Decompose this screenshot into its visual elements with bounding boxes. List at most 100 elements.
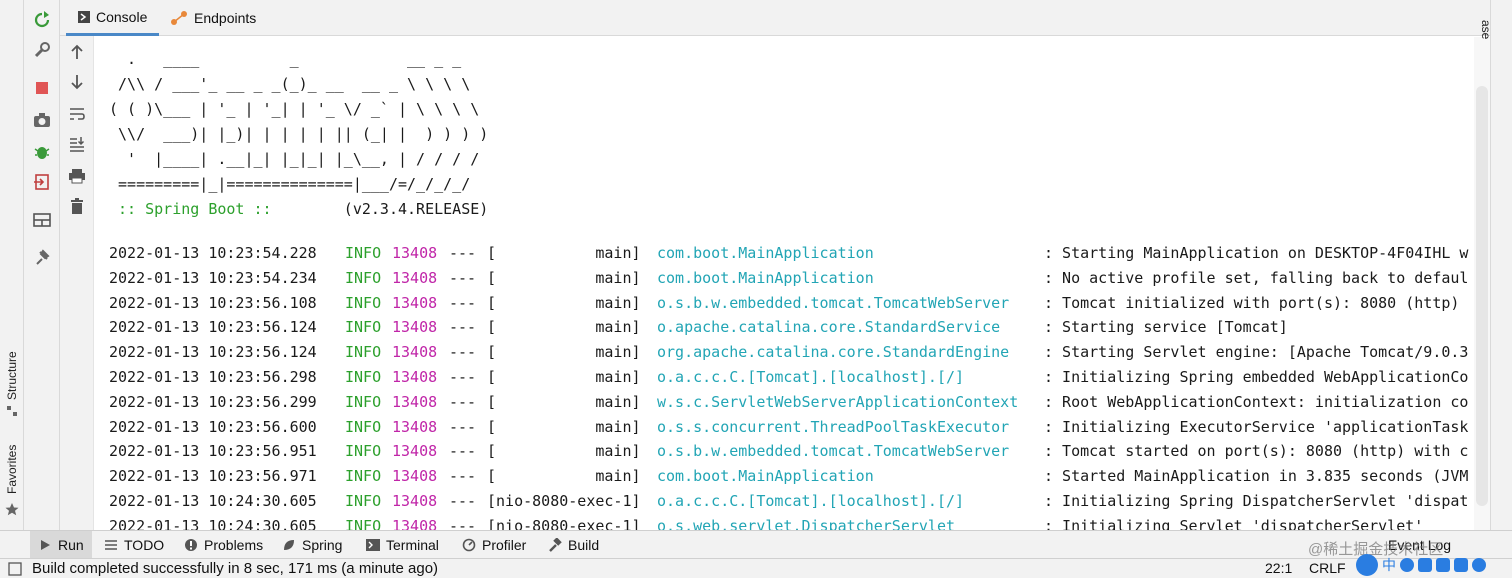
log-separator: --- [449,244,477,262]
structure-tab[interactable]: Structure [2,345,22,425]
tab-spring[interactable]: Spring [274,531,350,559]
moon-icon[interactable] [1400,558,1414,572]
console-output[interactable]: . ____ _ __ _ _ /\\ / ___'_ __ _ _(_)_ _… [94,37,1490,530]
log-timestamp: 2022-01-13 10:23:56.971 [109,467,317,486]
ime-logo-icon[interactable] [1356,554,1378,576]
log-timestamp: 2022-01-13 10:23:56.298 [109,368,317,386]
log-message: : Root WebApplicationContext: initializa… [1044,392,1469,411]
soft-wrap-button[interactable] [65,102,89,126]
log-level: INFO [345,244,382,262]
log-logger[interactable]: o.s.b.w.embedded.tomcat.TomcatWebServer [657,293,1010,312]
log-logger[interactable]: o.a.c.c.C.[Tomcat].[localhost].[/] [657,492,965,510]
exit-button[interactable] [30,170,54,194]
log-logger[interactable]: org.apache.catalina.core.StandardEngine [657,343,1010,362]
layout-icon [33,213,51,227]
log-logger[interactable]: com.boot.MainApplication [657,268,874,287]
log-separator: --- [449,516,477,530]
log-thread: [nio-8080-exec-1] [487,492,641,510]
tab-build-label: Build [568,537,600,553]
log-separator: --- [449,417,477,436]
log-thread: [ main] [487,268,641,287]
tab-event-log[interactable]: Event Log [1380,531,1459,559]
line-separator[interactable]: CRLF [1309,560,1346,576]
log-separator: --- [449,392,477,411]
rerun-button[interactable] [30,8,54,32]
log-level: INFO [345,268,382,287]
log-logger[interactable]: com.boot.MainApplication [657,244,874,262]
log-level: INFO [345,442,382,461]
log-timestamp: 2022-01-13 10:23:54.234 [109,268,317,287]
log-separator: --- [449,318,477,337]
bottom-tool-tabs: Run TODO Problems Spring Terminal Profil… [0,530,1512,559]
tab-terminal-label: Terminal [386,537,439,553]
log-message: : Starting service [Tomcat] [1044,318,1288,337]
punctuation-icon[interactable] [1418,558,1432,572]
log-logger[interactable]: o.a.c.c.C.[Tomcat].[localhost].[/] [657,368,965,386]
log-timestamp: 2022-01-13 10:23:56.108 [109,293,317,312]
ime-chinese-toggle[interactable]: 中 [1382,557,1396,573]
tab-endpoints[interactable]: Endpoints [158,0,268,36]
favorites-tab[interactable]: Favorites [2,440,22,520]
log-pid: 13408 [392,516,438,530]
log-timestamp: 2022-01-13 10:23:54.228 [109,244,317,262]
tab-problems-label: Problems [204,537,264,553]
tab-terminal[interactable]: Terminal [358,531,447,559]
tab-build[interactable]: Build [540,531,607,559]
tab-profiler[interactable]: Profiler [454,531,534,559]
log-timestamp: 2022-01-13 10:24:30.605 [109,492,317,510]
banner-line: =========|_|==============|___/=/_/_/_/ [109,175,471,193]
tab-endpoints-label: Endpoints [194,10,257,26]
caret-position[interactable]: 22:1 [1265,560,1293,576]
tab-todo-label: TODO [124,537,165,553]
list-icon [105,540,117,550]
microphone-icon[interactable] [1436,558,1450,572]
tab-run[interactable]: Run [30,531,92,559]
log-message: : Tomcat started on port(s): 8080 (http)… [1044,442,1469,461]
log-pid: 13408 [392,343,438,362]
spring-boot-version-line: :: Spring Boot :: (v2.3.4.RELEASE) [109,197,488,221]
log-message: : Initializing ExecutorService 'applicat… [1044,417,1469,436]
tab-problems[interactable]: Problems [176,531,271,559]
pin-button[interactable] [30,246,54,270]
rerun-icon [34,11,50,28]
log-logger[interactable]: o.apache.catalina.core.StandardService [657,318,1001,337]
log-timestamp: 2022-01-13 10:23:56.124 [109,318,317,337]
panel-toggle-icon[interactable] [8,562,22,576]
log-thread: [ main] [487,417,641,436]
scroll-down-button[interactable] [65,70,89,94]
log-thread: [ main] [487,392,641,411]
clear-all-button[interactable] [65,194,89,218]
log-logger[interactable]: o.s.web.servlet.DispatcherServlet [657,516,956,530]
star-icon [5,503,19,516]
log-message: : Initializing Spring embedded WebApplic… [1044,368,1469,386]
tab-spring-label: Spring [302,537,343,553]
tabs-bar: Console Endpoints [60,0,1490,36]
layout-button[interactable] [30,208,54,232]
scroll-up-button[interactable] [65,40,89,64]
stop-icon [36,82,48,94]
log-logger[interactable]: w.s.c.ServletWebServerApplicationContext [657,392,1019,411]
print-button[interactable] [65,164,89,188]
wrench-icon [34,42,50,58]
gear-icon[interactable] [1472,558,1486,572]
keyboard-icon[interactable] [1454,558,1468,572]
tab-console[interactable]: Console [66,0,160,36]
log-logger[interactable]: o.s.b.w.embedded.tomcat.TomcatWebServer [657,442,1010,461]
log-logger[interactable]: o.s.s.concurrent.ThreadPoolTaskExecutor [657,417,1010,436]
vertical-scrollbar[interactable] [1476,86,1488,506]
dump-threads-button[interactable] [30,108,54,132]
stop-button[interactable] [30,76,54,100]
tab-todo[interactable]: TODO [96,531,172,559]
scroll-to-end-button[interactable] [65,132,89,156]
debug-button[interactable] [30,140,54,164]
settings-button[interactable] [30,38,54,62]
log-logger[interactable]: com.boot.MainApplication [657,467,874,486]
exit-icon [34,174,49,190]
